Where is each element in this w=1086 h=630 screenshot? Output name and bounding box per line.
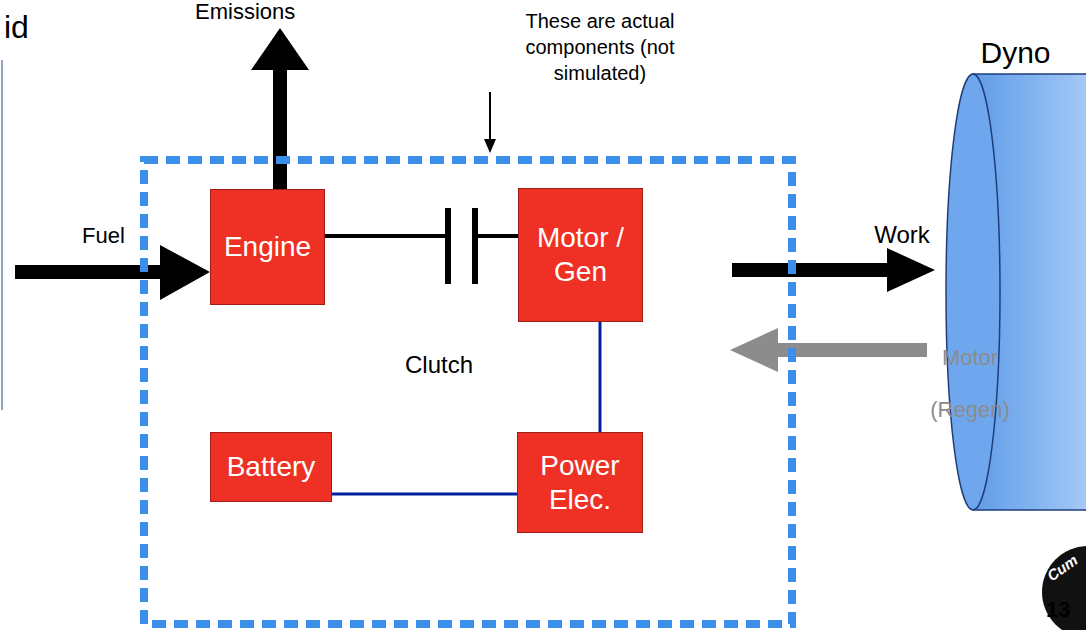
arrow-head (730, 328, 778, 372)
emissions-label: Emissions (195, 0, 295, 24)
fuel-label: Fuel (82, 224, 125, 248)
arrow-shaft (732, 263, 890, 277)
edge-label: Motor (Regen) (925, 332, 1015, 436)
motor-generator-box: Motor / Gen (518, 188, 643, 322)
clutch-shaft (325, 236, 518, 237)
emissions-arrow (273, 68, 287, 189)
electric-wire (332, 494, 517, 495)
arrow-head (887, 248, 935, 292)
dashed-boundary (140, 0, 796, 630)
callout-note: These are actual components (not simulat… (490, 8, 710, 86)
work-arrow (732, 248, 935, 292)
frame-line (1, 60, 3, 410)
box-label: Power Elec. (518, 449, 642, 516)
emissions-arrow-head (251, 28, 309, 70)
clutch-label: Clutch (405, 352, 473, 378)
box-label: Battery (227, 450, 316, 484)
hardware-boundary: These are actual components (not simulat… (140, 0, 796, 630)
dashed-border (144, 160, 792, 624)
shaft-line (325, 234, 518, 238)
engine-box: Engine (210, 189, 325, 305)
box-label: Engine (224, 230, 311, 264)
box-label: Motor / Gen (519, 221, 642, 288)
clutch-plate (472, 208, 478, 284)
arrow-shaft (775, 343, 927, 357)
dyno-title: Dyno (945, 36, 1086, 70)
dyno-face (946, 74, 1000, 510)
cut-title: id (4, 10, 29, 45)
dyno-cylinder (945, 38, 1086, 513)
wire-line (599, 322, 602, 432)
fuel-arrow-head (160, 245, 210, 300)
electric-wire (600, 322, 601, 432)
battery-box: Battery (210, 432, 332, 502)
wire-line (332, 493, 517, 496)
edge-label: Work (872, 222, 932, 248)
regen-arrow (730, 328, 927, 372)
logo (1042, 546, 1086, 630)
clutch-plate (445, 208, 451, 284)
callout-leader (489, 92, 491, 140)
dyno-node: Dyno (945, 38, 1086, 513)
power-electronics-box: Power Elec. (517, 432, 643, 533)
page-number: 13 (1046, 598, 1070, 622)
callout-leader-head (484, 139, 496, 153)
